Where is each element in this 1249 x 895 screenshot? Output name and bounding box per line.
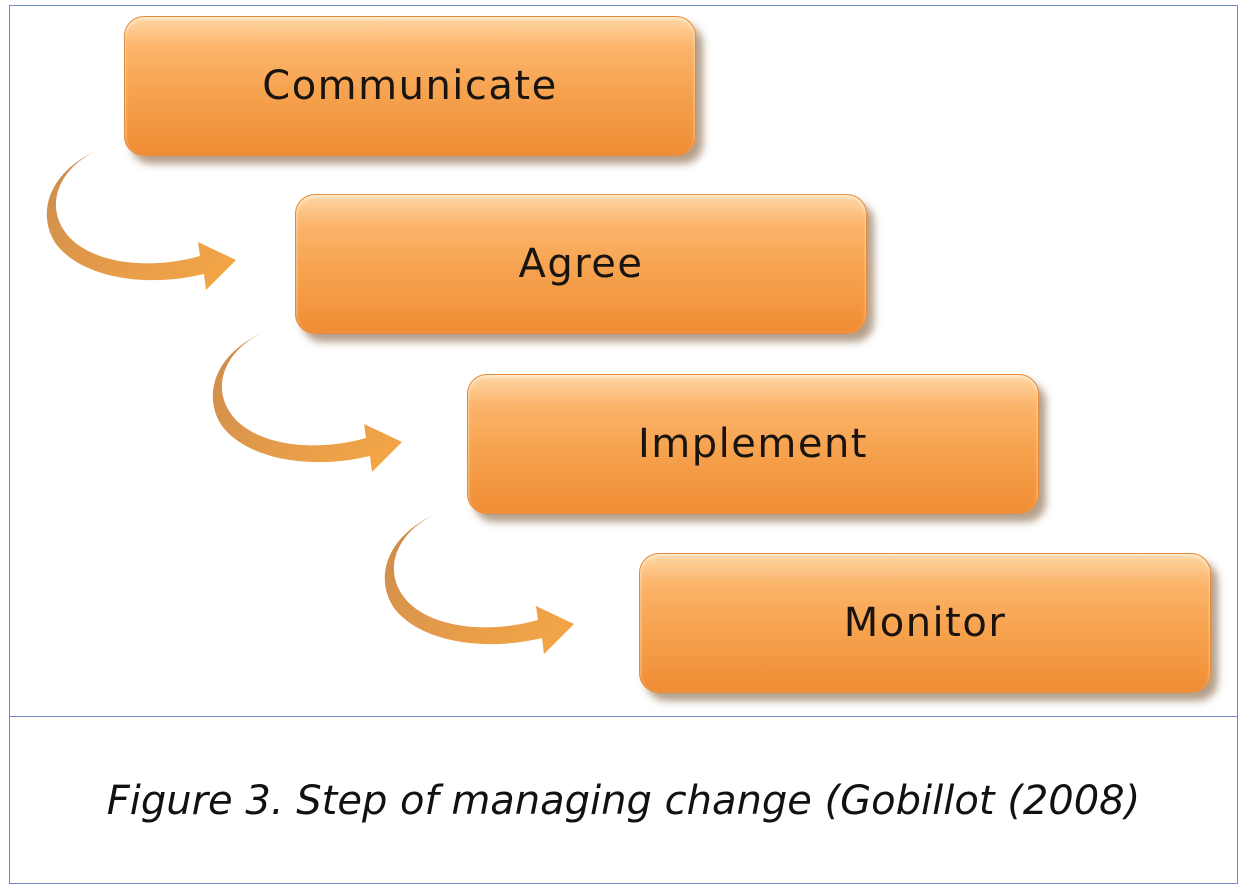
- step-label-implement: Implement: [638, 421, 868, 467]
- curved-arrow-icon: [46, 150, 236, 290]
- curved-arrow-icon: [212, 332, 402, 472]
- step-box-monitor: Monitor: [639, 553, 1211, 693]
- step-box-communicate: Communicate: [124, 16, 696, 156]
- step-box-agree: Agree: [295, 194, 867, 334]
- caption-divider: [9, 716, 1238, 717]
- figure-caption: Figure 3. Step of managing change (Gobil…: [9, 717, 1238, 884]
- step-label-monitor: Monitor: [843, 600, 1007, 646]
- step-box-implement: Implement: [467, 374, 1039, 514]
- step-label-agree: Agree: [518, 241, 644, 287]
- step-label-communicate: Communicate: [262, 63, 558, 109]
- curved-arrow-icon: [384, 514, 574, 654]
- caption-text: Figure 3. Step of managing change (Gobil…: [106, 777, 1141, 824]
